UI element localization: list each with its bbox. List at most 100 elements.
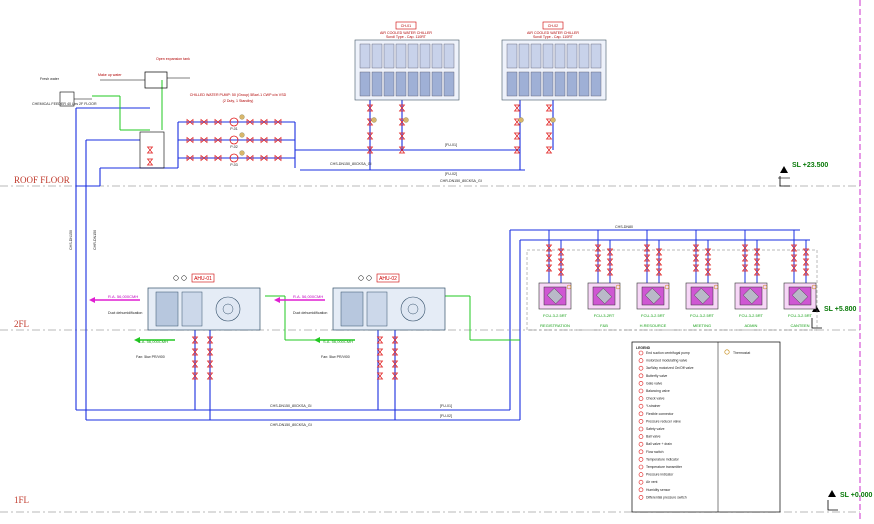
pump-label: P-03: [230, 163, 238, 167]
valve-icon: [704, 248, 712, 256]
chiller-sub: Scroll Type - Cap. 110RT: [386, 35, 427, 39]
legend-symbol-icon: [638, 441, 644, 447]
fcu-room: CANTEEN: [790, 323, 809, 328]
chilled-water-piping: [75, 100, 810, 421]
ahu-return-air: R.A. 56,000CMH: [293, 294, 323, 299]
condenser-fan: [518, 43, 530, 69]
ahu-outdoor-air: Duct dehumidification: [293, 311, 327, 315]
pipe-label-2fl-s: CHS-DN150_80CKSA_GI: [270, 404, 312, 408]
legend-item: Differential pressure switch: [646, 495, 687, 499]
valve-icon: [606, 248, 614, 256]
ahu-supply-air: S.A. 56,000CMH: [323, 339, 353, 344]
valve-icon: [692, 244, 700, 252]
fcu-room: F&B: [600, 323, 608, 328]
valve-icon: [802, 258, 810, 266]
valve-icon: [391, 336, 399, 344]
valve-icon: [790, 244, 798, 252]
gauge-icon: [403, 117, 409, 123]
valve-icon: [557, 258, 565, 266]
valve-icon: [200, 118, 208, 126]
condenser-coil: [371, 71, 383, 97]
legend-item: Pressure indicator: [646, 473, 674, 477]
ahu-coil: [181, 291, 203, 327]
legend-row: motorized modulating valve: [638, 358, 687, 363]
floor-label-2fl: 2FL: [14, 319, 30, 329]
valve-icon: [545, 104, 553, 112]
valve-icon: [366, 104, 374, 112]
condenser-fan: [443, 43, 455, 69]
valve-icon: [246, 136, 254, 144]
condenser-fan: [566, 43, 578, 69]
valve-icon: [545, 254, 553, 262]
pump-group-sub: (2 Duty, 1 Standby): [223, 99, 254, 103]
pump-group-title: CHILLED WATER PUMP: 50 (Group) 5Bar/-1 C…: [190, 93, 287, 97]
valve-icon: [741, 244, 749, 252]
legend-item: Flow switch: [646, 450, 664, 454]
legend-item: Pressure reducer valve: [646, 419, 681, 423]
legend-symbol-icon: [638, 365, 644, 371]
ahu-coil: [366, 291, 388, 327]
pump-icon: [229, 135, 239, 145]
ahu-fan-icon: [400, 296, 426, 322]
condenser-coil: [419, 71, 431, 97]
legend-row: Humidity sensor: [638, 487, 671, 493]
condenser-coil: [554, 71, 566, 97]
legend-item: End suction centrifugal pump: [646, 351, 690, 355]
fcu-branch-piping: [548, 230, 807, 283]
return-air-arrows: [89, 297, 325, 303]
condenser-coil: [359, 71, 371, 97]
valve-icon: [513, 104, 521, 112]
condenser-coil: [578, 71, 590, 97]
valve-icon: [643, 244, 651, 252]
valve-icon: [513, 146, 521, 154]
ahu-tag: AHU-01: [194, 276, 212, 282]
valve-icon: [260, 154, 268, 162]
valve-icon: [260, 136, 268, 144]
valve-icon: [214, 154, 222, 162]
legend-symbol-icon: [638, 350, 644, 356]
pump-valve-array: P-01P-02P-03: [146, 114, 282, 167]
ahu-fan-note: Fan: 5kw PR/Vl00: [136, 355, 165, 359]
legend-item: Temperature transmitter: [646, 465, 683, 469]
legend-box: LEGEND End suction centrifugal pump motor…: [631, 341, 781, 513]
fcu-diffuser-icon: [791, 287, 809, 305]
valve-icon: [606, 258, 614, 266]
valve-icon: [376, 372, 384, 380]
thermometer-icon: [366, 275, 372, 281]
riser-label-r: CHR-DN150: [93, 230, 97, 250]
legend-row: Safety valve: [638, 426, 665, 432]
fcu-tag: FCU-3-2.5RT: [690, 313, 714, 318]
valve-icon: [545, 118, 553, 126]
floor-label-1fl: 1FL: [14, 495, 30, 505]
legend-item: 3w/Way motorized On/Off valve: [646, 366, 694, 370]
valve-icon: [391, 348, 399, 356]
valve-icon: [376, 348, 384, 356]
valve-icon: [274, 154, 282, 162]
condenser-fan: [506, 43, 518, 69]
fcu-diffuser-icon: [644, 287, 662, 305]
valve-icon: [557, 268, 565, 276]
condenser-coil: [506, 71, 518, 97]
valve-icon: [260, 118, 268, 126]
fcu-tag: FCU-3-2.5RT: [788, 313, 812, 318]
legend-title: LEGEND: [636, 346, 651, 350]
condenser-fan: [431, 43, 443, 69]
legend-symbol-icon: [638, 373, 644, 379]
floor-label-roof: ROOF FLOOR: [14, 175, 70, 185]
valve-icon: [655, 248, 663, 256]
condenser-fan: [359, 43, 371, 69]
valve-icon: [655, 258, 663, 266]
fcu-zone-enclosure: [526, 249, 818, 331]
thermometer-icon: [358, 275, 364, 281]
condenser-coil: [530, 71, 542, 97]
legend-symbol-icon: [638, 495, 644, 500]
legend-row: Flexible connector: [638, 411, 674, 417]
condenser-fan: [395, 43, 407, 69]
thermostat-icon: [762, 284, 768, 290]
